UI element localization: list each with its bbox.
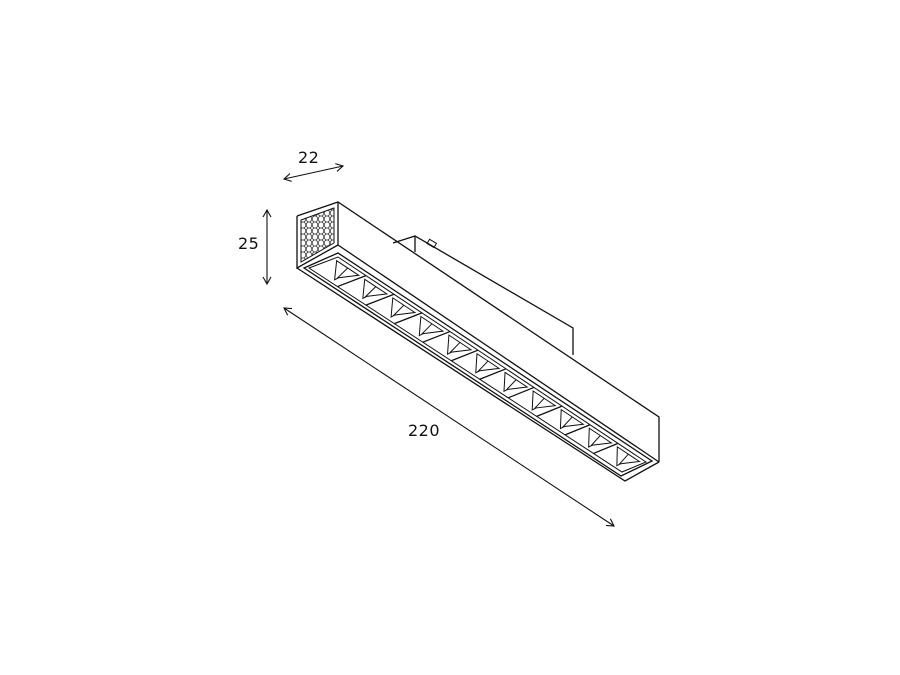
lens-channel xyxy=(302,252,654,477)
lens-reflector-icon xyxy=(616,445,641,467)
honeycomb-end-cap-icon xyxy=(300,207,335,263)
dimension-length xyxy=(283,307,615,527)
width-label: 22 xyxy=(298,148,320,167)
length-label: 220 xyxy=(408,421,441,440)
dimension-width xyxy=(282,163,345,182)
lens-reflector-icon xyxy=(334,259,361,281)
mounting-bracket xyxy=(392,235,574,355)
lens-reflector-icon xyxy=(362,278,389,300)
height-label: 25 xyxy=(238,234,260,253)
fixture-body xyxy=(296,201,660,482)
